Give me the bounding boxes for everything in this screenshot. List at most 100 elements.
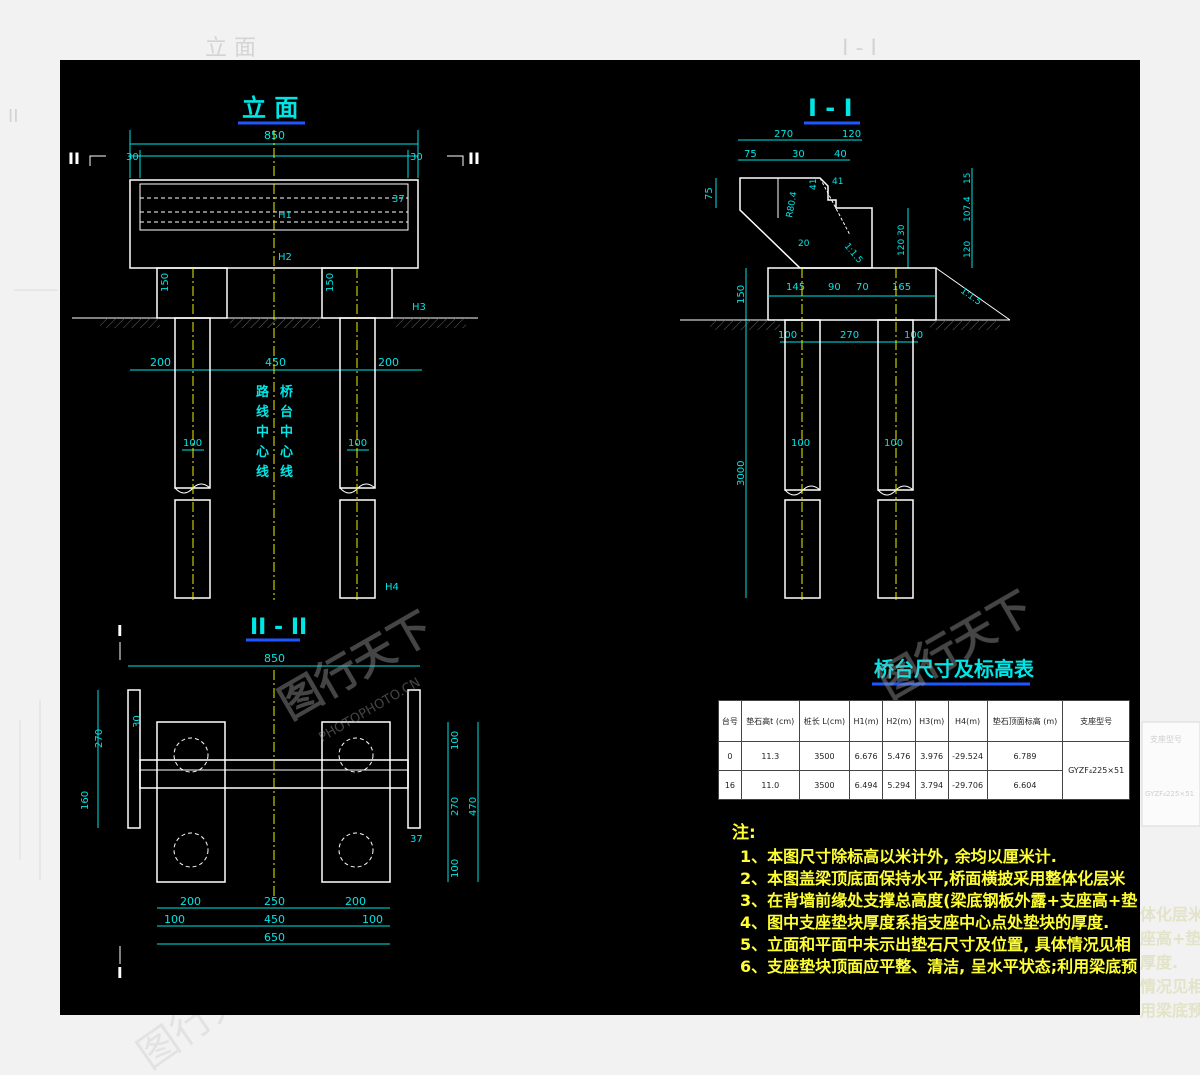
- cell: 3500: [798, 770, 851, 800]
- profile-line: [819, 177, 851, 236]
- table-row: 0 11.3 3500 6.676 5.476 3.976 -29.524 6.…: [718, 741, 1130, 800]
- note-item: 1、本图尺寸除标高以米计外, 余均以厘米计.: [740, 847, 1057, 866]
- pile-circle: [338, 737, 374, 773]
- section-mark-left: II: [68, 149, 80, 168]
- header-cell: 桩长 L(cm): [798, 700, 851, 742]
- dim-total: 650: [264, 931, 285, 944]
- header-cell: 垫石高t (cm): [740, 700, 800, 742]
- dim-left-top: 270: [94, 729, 105, 748]
- cap-section: [767, 267, 937, 321]
- dim-cap-c: 70: [856, 282, 869, 293]
- dim-h: 30: [897, 224, 907, 236]
- cl-left-char: 心: [256, 445, 269, 460]
- bearing-cell: GYZF₄225×51: [1062, 741, 1130, 800]
- section-2-view: II - II I I 850 30 37 270 160 100 270 1: [80, 615, 479, 982]
- header-cell: H3(m): [914, 700, 949, 742]
- cell: 6.676: [849, 741, 883, 771]
- header-cell: H2(m): [881, 700, 916, 742]
- dim-p-l: 100: [778, 330, 797, 341]
- dim-overall: 850: [264, 652, 285, 665]
- slope-2: 1:1.5: [958, 286, 983, 307]
- dim-pile-len: 3000: [736, 461, 747, 486]
- pile-circle: [173, 737, 209, 773]
- ghost-note: 座高+垫: [1139, 929, 1200, 948]
- dim-cap-d: 165: [892, 282, 911, 293]
- pile-circle: [338, 832, 374, 868]
- dim-k: 107.4: [963, 196, 973, 222]
- dim-r-top: 100: [450, 731, 461, 750]
- dim-cap-side: 37: [392, 194, 405, 205]
- label-h2: H2: [278, 252, 292, 263]
- header-cell: 台号: [718, 700, 742, 742]
- cell: 3.976: [914, 741, 949, 771]
- header-cell: 支座型号: [1062, 700, 1130, 742]
- soil-hatch: [930, 320, 1000, 330]
- section-mark-right: II: [468, 149, 480, 168]
- header-cell: H4(m): [947, 700, 988, 742]
- section-mark: I: [117, 622, 123, 640]
- ghost-elevation-title: 立 面: [205, 36, 256, 61]
- cl-right-char: 心: [280, 445, 293, 460]
- pile-group-left: [156, 721, 226, 883]
- pile-circle: [173, 832, 209, 868]
- dim-side: 30: [132, 715, 143, 728]
- label-h3: H3: [412, 302, 426, 313]
- dim-b: 30: [792, 149, 805, 160]
- notes-title: 注:: [732, 823, 756, 843]
- dim-f: 20: [798, 239, 810, 249]
- dim-end-right: 30: [410, 152, 423, 163]
- section-2-title: II - II: [250, 615, 307, 640]
- ghost-table: [1141, 721, 1200, 827]
- soil-hatch: [396, 318, 466, 328]
- cell: 5.294: [881, 770, 916, 800]
- dim-r-mid: 270: [450, 797, 461, 816]
- dim-r-bot: 100: [450, 859, 461, 878]
- dim-col-left: 150: [160, 273, 171, 292]
- note-item: 4、图中支座垫块厚度系指支座中心点处垫块的厚度.: [740, 913, 1110, 932]
- ghost-note: 体化层米: [1140, 905, 1200, 924]
- table-row: 16 11.0 3500 6.494 5.294 3.794 -29.706 6…: [718, 770, 1130, 800]
- cl-right-char: 中: [280, 424, 293, 440]
- back-wall-right: [407, 689, 421, 829]
- dim-top-r: 120: [842, 129, 861, 140]
- dim-left-bot: 160: [80, 791, 91, 810]
- drawing-sheet: 立 面 850 30 30 II II 37 H1 H2 150 150: [60, 60, 1140, 1015]
- ghost-note: 用梁底预: [1140, 1001, 1200, 1020]
- cell: 6.789: [986, 741, 1064, 771]
- dim-a: 75: [744, 149, 757, 160]
- elevation-title: 立 面: [242, 94, 298, 122]
- dim-end-left: 30: [126, 152, 139, 163]
- dim-r: R80.4: [785, 191, 799, 219]
- pile-break: [784, 485, 821, 496]
- dim-c2: 450: [264, 913, 285, 926]
- dim-c1: 100: [164, 913, 185, 926]
- cell: 5.476: [881, 741, 916, 771]
- watermark-text: 图行天下: [871, 582, 1041, 708]
- ghost-table-value: GYZF₄225×51: [1145, 790, 1194, 798]
- ghost-note: 厚度.: [1140, 953, 1178, 972]
- section-arrow: [89, 155, 106, 166]
- cell: -29.706: [947, 770, 988, 800]
- soil-hatch: [230, 318, 320, 328]
- table-header-row: 台号 垫石高t (cm) 桩长 L(cm) H1(m) H2(m) H3(m) …: [718, 700, 1130, 742]
- note-item: 5、立面和平面中未示出垫石尺寸及位置, 具体情况见相: [740, 935, 1131, 954]
- cl-left-char: 中: [256, 424, 269, 440]
- dim-e: 41: [809, 179, 819, 190]
- section-mark: I: [117, 964, 123, 982]
- note-item: 2、本图盖梁顶底面保持水平,桥面横披采用整体化层米: [740, 869, 1126, 888]
- cell: 6.604: [986, 770, 1064, 800]
- dim-pile-l: 100: [791, 438, 810, 449]
- dim-b1: 200: [180, 895, 201, 908]
- dim-cap-b: 90: [828, 282, 841, 293]
- cl-right-char: 台: [280, 404, 293, 420]
- section-1-view: I - I 270 120 75 30 40 75 R80.4 41 41 20…: [680, 94, 1011, 600]
- ghost-table-header: 支座型号: [1150, 734, 1182, 744]
- dim-r-all: 470: [468, 797, 479, 816]
- cell: 11.0: [740, 770, 800, 800]
- cell: 16: [718, 770, 742, 800]
- cell: 6.494: [849, 770, 883, 800]
- section-1-title: I - I: [808, 94, 853, 122]
- dim-cap-a: 145: [786, 282, 805, 293]
- header-cell: 垫石顶面标高 (m): [986, 700, 1064, 742]
- table-title: 桥台尺寸及标高表: [874, 657, 1035, 681]
